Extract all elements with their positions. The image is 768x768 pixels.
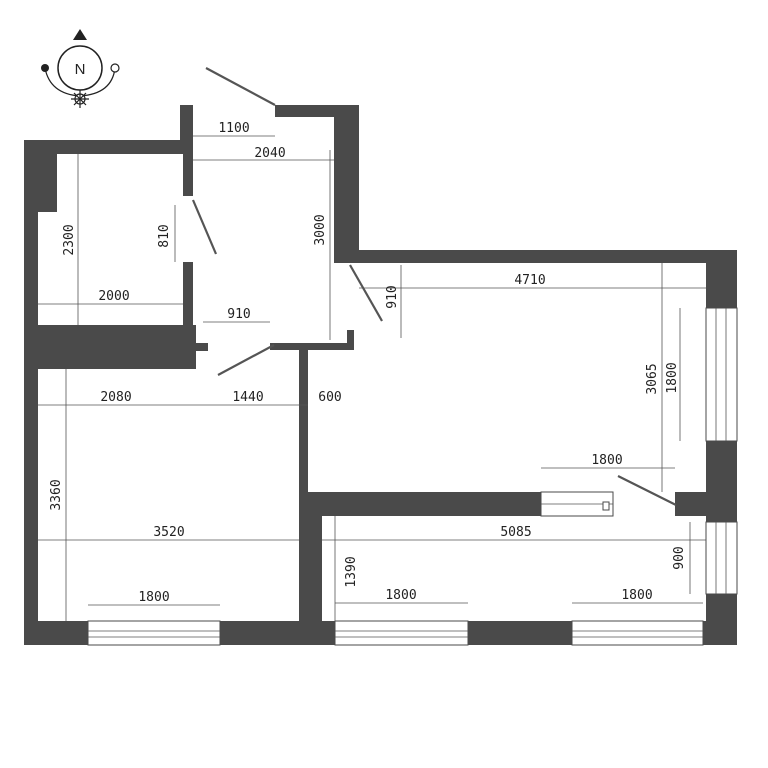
- dim-balcony-depth: 1390: [344, 556, 359, 587]
- compass: N: [41, 29, 120, 108]
- entry-door: [205, 67, 276, 106]
- dim-balcony-window-left: 1800: [385, 588, 416, 603]
- sunset-dot-icon: [110, 63, 120, 73]
- balcony-window-right: [571, 620, 704, 646]
- dim-hall-width: 2040: [254, 146, 285, 161]
- sunrise-dot-icon: [41, 64, 49, 72]
- walls: [24, 105, 737, 645]
- windows: [87, 307, 738, 646]
- doors: [191, 67, 677, 506]
- balcony-door: [617, 475, 677, 506]
- dimension-labels: 1100 2040 3000 810 2300 2000 910 910 471…: [49, 121, 687, 605]
- north-label: N: [75, 61, 86, 78]
- dim-entry-door: 1100: [218, 121, 249, 136]
- dim-bath-width: 2000: [98, 289, 129, 304]
- dim-room-depth: 3360: [49, 479, 64, 510]
- dim-kitchen-depth: 3065: [645, 363, 660, 394]
- dim-room-window: 1800: [138, 590, 169, 605]
- balcony-side-window: [705, 521, 738, 595]
- dim-balcony-side-window: 900: [672, 546, 687, 569]
- kitchen-door: [349, 264, 383, 322]
- dim-hall-door: 910: [227, 307, 250, 322]
- dim-room-width-mid: 1440: [232, 390, 263, 405]
- dim-kitchen-window: 1800: [665, 362, 680, 393]
- dim-balcony-width: 5085: [500, 525, 531, 540]
- balcony-window-left: [334, 620, 469, 646]
- dim-kitchen-lower-window: 1800: [591, 453, 622, 468]
- dim-kitchen-width: 4710: [514, 273, 545, 288]
- dim-hall-depth: 3000: [313, 214, 328, 245]
- kitchen-window: [705, 307, 738, 442]
- bathroom-door: [191, 199, 218, 255]
- dim-balcony-window-right: 1800: [621, 588, 652, 603]
- dim-room-width: 3520: [153, 525, 184, 540]
- north-arrow-icon: [73, 29, 87, 40]
- dim-bath-depth: 2300: [62, 224, 77, 255]
- dimension-lines: [38, 135, 706, 621]
- room-window: [87, 620, 221, 646]
- dim-kitchen-door: 910: [385, 285, 400, 308]
- dim-partition: 600: [318, 390, 341, 405]
- dim-bath-door: 810: [157, 224, 172, 247]
- sun-icon: [71, 90, 89, 108]
- room-door: [217, 344, 275, 376]
- dim-room-width-left: 2080: [100, 390, 131, 405]
